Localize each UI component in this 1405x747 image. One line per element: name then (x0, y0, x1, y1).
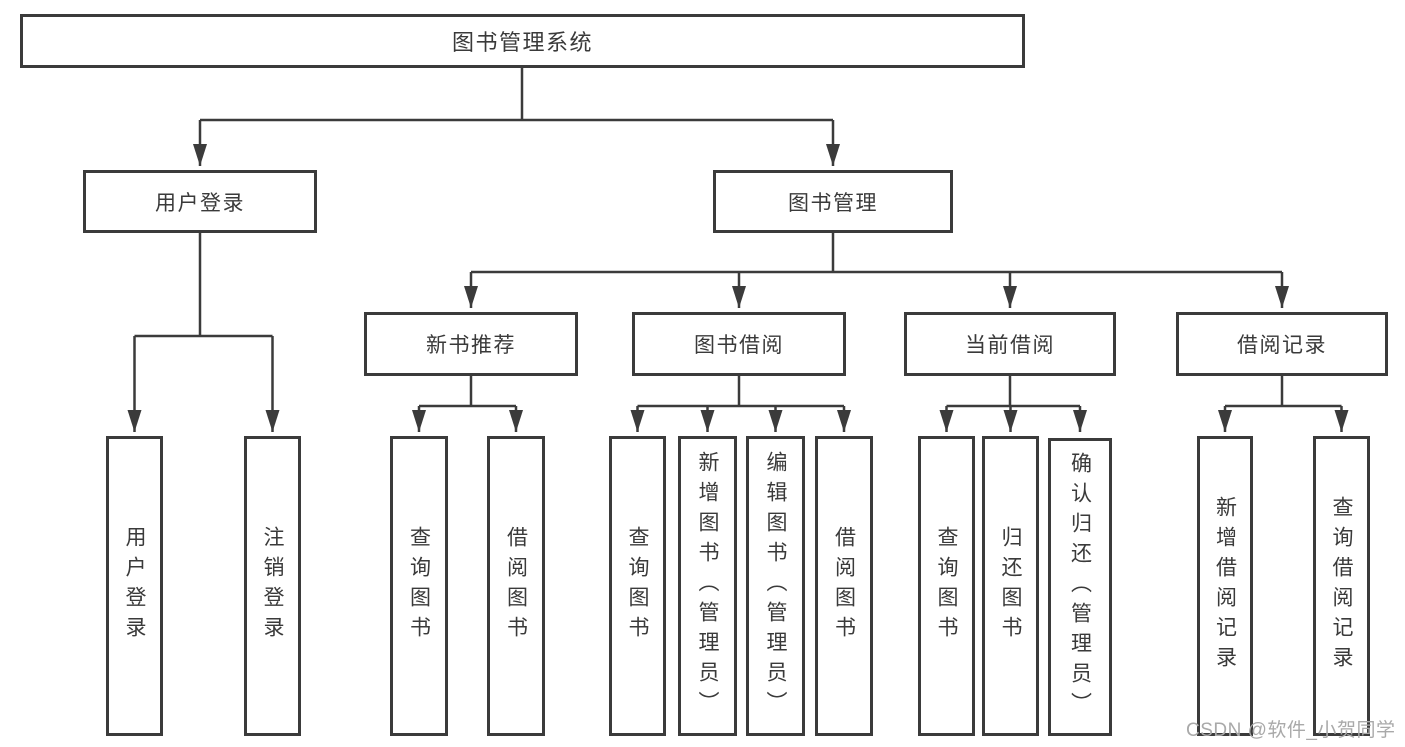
connector-borrow-records-to-leaves (1218, 376, 1349, 432)
connector-root-to-level2 (193, 68, 840, 166)
node-book-management: 图书管理 (713, 170, 953, 233)
connector-book-borrow-to-leaves (630, 376, 851, 432)
leaf-add-borrow-record: 新增借阅记录 (1197, 436, 1253, 736)
leaf-borrow-books-2: 借阅图书 (815, 436, 873, 736)
leaf-label: 借阅图书 (504, 526, 528, 646)
node-book-borrow: 图书借阅 (632, 312, 846, 376)
leaf-label: 归还图书 (999, 526, 1022, 646)
leaf-query-books-3: 查询图书 (918, 436, 975, 736)
leaf-label: 查询借阅记录 (1330, 496, 1353, 676)
leaf-user-login: 用户登录 (106, 436, 163, 736)
connector-user-login-to-leaves (127, 233, 280, 432)
node-root-library-system: 图书管理系统 (20, 14, 1025, 68)
leaf-return-books: 归还图书 (982, 436, 1039, 736)
connector-book-management-to-level3 (464, 233, 1289, 308)
leaf-label: 查询图书 (626, 526, 649, 646)
node-borrow-records: 借阅记录 (1176, 312, 1388, 376)
leaf-label: 借阅图书 (832, 526, 856, 646)
node-current-borrow: 当前借阅 (904, 312, 1116, 376)
leaf-add-books-admin: 新增图书（管理员） (678, 436, 737, 736)
leaf-query-borrow-record: 查询借阅记录 (1313, 436, 1370, 736)
leaf-label: 用户登录 (123, 526, 146, 646)
leaf-label: 查询图书 (407, 526, 431, 646)
leaf-confirm-return-admin: 确认归还（管理员） (1048, 438, 1112, 736)
csdn-watermark: CSDN @软件_小贺同学 (1186, 720, 1396, 741)
leaf-edit-books-admin: 编辑图书（管理员） (746, 436, 805, 736)
leaf-label: 确认归还（管理员） (1068, 452, 1092, 722)
leaf-label: 编辑图书（管理员） (764, 451, 787, 721)
node-user-login: 用户登录 (83, 170, 317, 233)
leaf-label: 注销登录 (261, 526, 284, 646)
node-new-book-recommend: 新书推荐 (364, 312, 578, 376)
connector-new-book-to-leaves (412, 376, 523, 432)
leaf-logout: 注销登录 (244, 436, 301, 736)
leaf-query-books-2: 查询图书 (609, 436, 666, 736)
connector-current-borrow-to-leaves (939, 376, 1087, 432)
leaf-label: 查询图书 (935, 526, 958, 646)
leaf-label: 新增借阅记录 (1213, 496, 1237, 676)
leaf-borrow-books-1: 借阅图书 (487, 436, 545, 736)
leaf-query-books-1: 查询图书 (390, 436, 448, 736)
leaf-label: 新增图书（管理员） (696, 451, 719, 721)
